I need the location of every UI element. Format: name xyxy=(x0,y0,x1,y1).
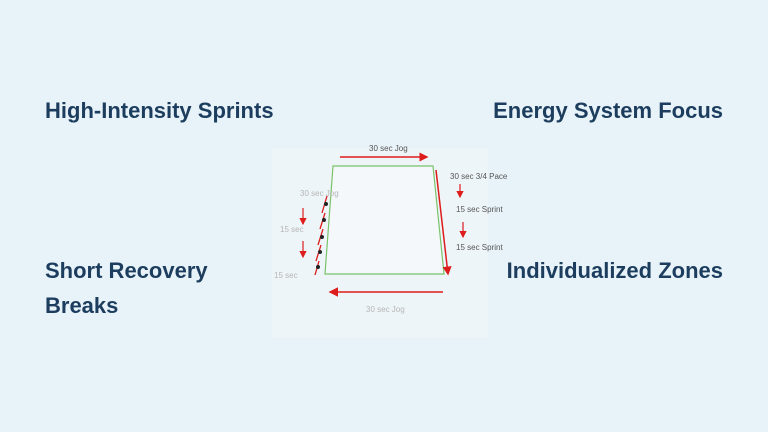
right-label-3: 15 sec Sprint xyxy=(456,243,503,252)
runner-icon xyxy=(320,235,324,239)
top-segment-label: 30 sec Jog xyxy=(369,144,408,153)
feature-individualized-zones: Individualized Zones xyxy=(506,258,723,283)
feature-high-intensity-sprints: High-Intensity Sprints xyxy=(45,98,274,123)
runner-icon xyxy=(322,218,326,222)
bottom-label: 30 sec Jog xyxy=(366,305,405,314)
right-label-2: 15 sec Sprint xyxy=(456,205,503,214)
runner-icon xyxy=(316,265,320,269)
interval-track-diagram: 30 sec Jog 30 sec 3/4 Pace 15 sec Sprint… xyxy=(270,140,508,340)
feature-energy-system-focus: Energy System Focus xyxy=(493,98,723,123)
runner-icon xyxy=(318,250,322,254)
feature-short-recovery-breaks: Short Recovery Breaks xyxy=(45,258,208,318)
left-label-3: 15 sec xyxy=(274,271,298,280)
right-label-1: 30 sec 3/4 Pace xyxy=(450,172,508,181)
runner-icon xyxy=(324,202,328,206)
left-label-2: 15 sec xyxy=(280,225,304,234)
track-outline xyxy=(324,165,445,275)
left-label-1: 30 sec Jog xyxy=(300,189,339,198)
left-runners xyxy=(314,195,328,276)
interval-track-svg: 30 sec Jog 30 sec 3/4 Pace 15 sec Sprint… xyxy=(272,144,508,338)
right-side-arrow xyxy=(435,169,452,276)
